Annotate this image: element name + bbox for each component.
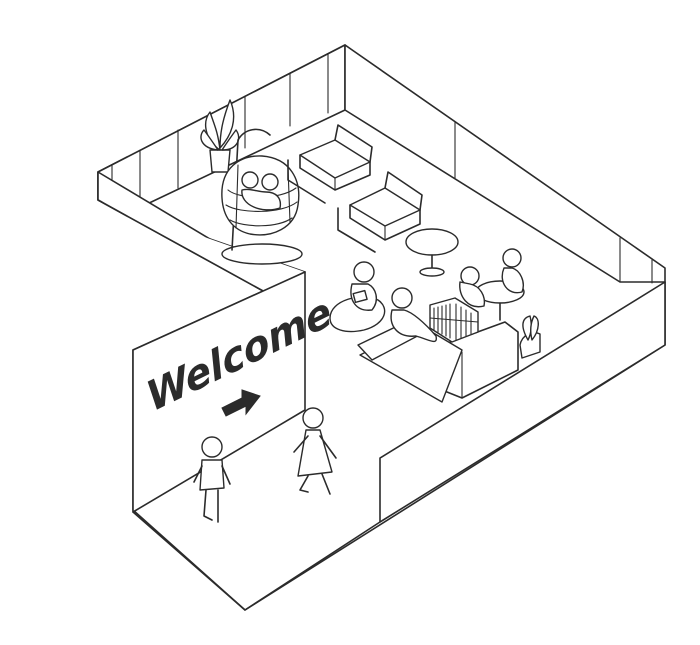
potted-plant-front: [519, 315, 541, 359]
child-on-sofa: [390, 287, 437, 343]
right-arrow-icon: [221, 389, 261, 417]
welcome-sign-panel: [132, 271, 306, 513]
right-front-wall: [379, 281, 666, 523]
back-right-wall-panels: [454, 121, 653, 284]
bench-back: [287, 124, 373, 204]
potted-plant-back: [200, 99, 240, 173]
child-walking-girl: [293, 407, 337, 495]
child-reading-beanbag: [329, 261, 386, 333]
children-at-table: [459, 248, 525, 321]
round-table: [405, 228, 459, 277]
hanging-egg-chair: [221, 128, 303, 265]
back-right-wall: [344, 44, 666, 283]
child-walking-boy: [193, 436, 231, 523]
bench-front: [337, 171, 423, 253]
bookshelf: [429, 297, 479, 343]
front-floor-edge: [132, 511, 381, 611]
